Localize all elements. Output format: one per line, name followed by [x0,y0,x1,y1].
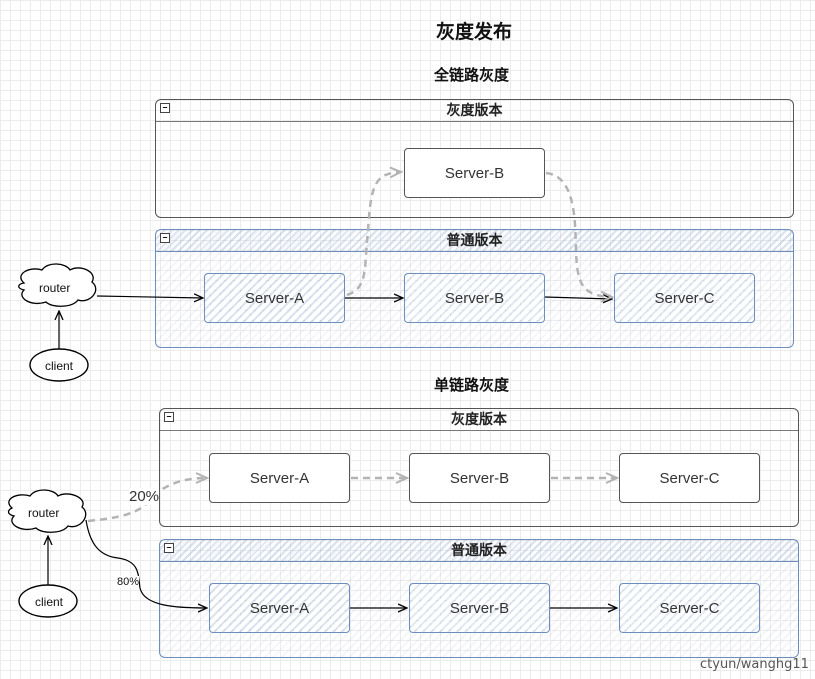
single-chain-gray-server-b[interactable]: Server-B [409,453,550,503]
router-cloud [7,489,87,533]
full-chain-normal-server-b[interactable]: Server-B [404,273,545,323]
client-label: client [45,359,74,373]
client-label: client [35,595,64,609]
normal-ratio-label: 80% [117,576,140,588]
single-chain-normal-server-c[interactable]: Server-C [619,583,760,633]
watermark: ctyun/wanghg11 [700,657,809,672]
collapse-icon[interactable]: − [160,103,170,113]
router-to-gray-server-a-20pct [87,478,207,523]
gray-route-a-to-gray-b [346,172,401,297]
router-label: router [28,506,60,520]
collapse-icon[interactable]: − [164,412,174,422]
full-chain-normal-server-c[interactable]: Server-C [614,273,755,323]
page-title: 灰度发布 [435,21,512,43]
section-title-full-chain: 全链路灰度 [434,66,510,84]
group-label: 普通版本 [451,543,507,559]
group-label: 灰度版本 [451,412,507,428]
full-chain-normal-server-a[interactable]: Server-A [204,273,345,323]
collapse-icon[interactable]: − [164,543,174,553]
collapse-icon[interactable]: − [160,233,170,243]
router-cloud [18,263,97,307]
single-chain-gray-server-a[interactable]: Server-A [209,453,350,503]
single-chain-normal-server-b[interactable]: Server-B [409,583,550,633]
full-chain-gray-server-b[interactable]: Server-B [404,148,545,198]
group-label: 灰度版本 [446,103,503,119]
router-to-normal-server-a-80pct [85,519,207,608]
single-chain-normal-server-a[interactable]: Server-A [209,583,350,633]
single-chain-gray-server-c[interactable]: Server-C [619,453,760,503]
full-chain-gray-group[interactable]: − 灰度版本 [155,99,794,218]
section-title-single-chain: 单链路灰度 [434,376,510,394]
single-chain-gray-group[interactable]: − 灰度版本 [159,408,799,527]
gray-route-gray-b-to-c [545,171,612,297]
group-header: − 灰度版本 [156,100,793,122]
router-label: router [39,281,71,295]
group-label: 普通版本 [446,233,503,249]
router-to-server-a-arrow [96,296,203,298]
group-header: − 普通版本 [156,230,793,252]
group-header: − 普通版本 [160,540,798,562]
gray-ratio-label: 20% [129,488,160,505]
group-header: − 灰度版本 [160,409,798,431]
